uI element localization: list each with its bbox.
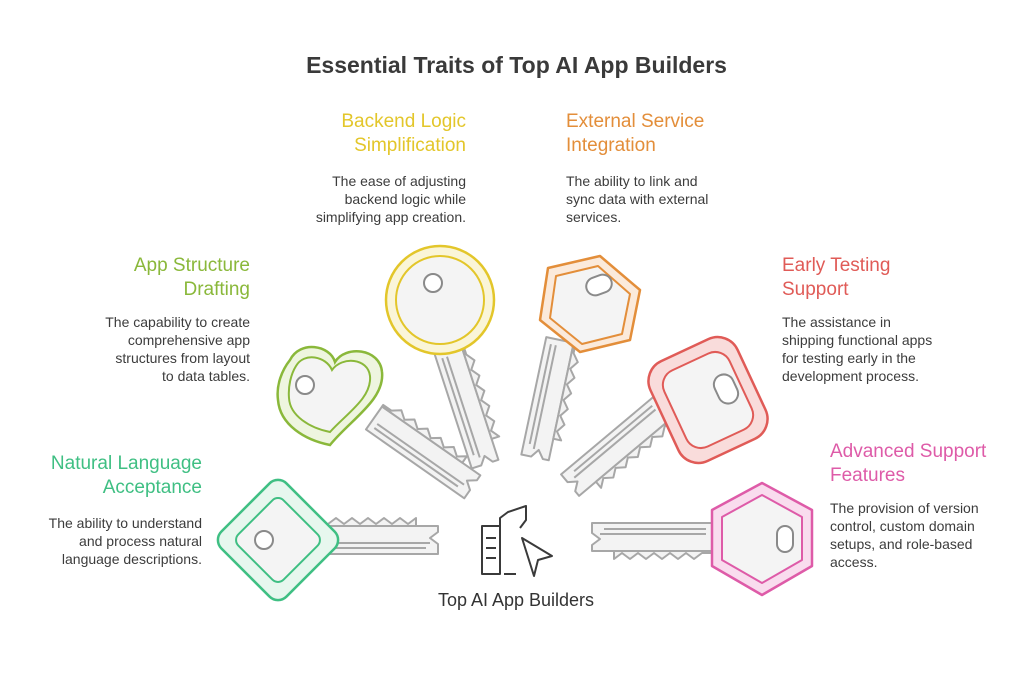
title-line: Simplification [354,135,466,156]
trait-title: Natural Language Acceptance [0,452,202,500]
desc-line: comprehensive app [127,332,250,348]
desc-line: services. [566,209,622,225]
desc-line: simplifying app creation. [315,209,466,225]
trait-description: The ability to link and sync data with e… [566,172,826,226]
trait-title: External Service Integration [566,110,826,158]
desc-line: The assistance in [782,314,891,330]
trait-title: Early Testing Support [782,254,1022,302]
title-line: Support [782,279,849,300]
center-label: Top AI App Builders [437,590,595,610]
key-natural-language [216,478,439,602]
key-early-testing [560,335,769,503]
desc-line: and process natural [79,533,202,549]
title-line: App Structure [133,255,250,276]
desc-line: The provision of version [830,500,979,516]
desc-line: development process. [782,368,919,384]
title-line: Backend Logic [341,111,466,132]
key-backend-logic [384,244,508,470]
title-line: Features [830,465,905,486]
desc-line: shipping functional apps [782,332,933,348]
trait-description: The assistance in shipping functional ap… [782,313,1022,385]
desc-line: The ability to understand [48,515,202,531]
desc-line: for testing early in the [782,350,916,366]
title-line: Natural Language [50,453,202,474]
desc-line: setups, and role-based [830,536,973,552]
trait-description: The ease of adjusting backend logic whil… [200,172,466,226]
desc-line: to data tables. [162,368,250,384]
trait-description: The ability to understand and process na… [0,514,202,568]
title-line: Acceptance [102,477,202,498]
desc-line: backend logic while [344,191,466,207]
desc-line: The ability to link and [566,173,698,189]
trait-title: Advanced Support Features [830,440,1030,488]
title-line: Integration [566,135,656,156]
desc-line: control, custom domain [830,518,975,534]
desc-line: The capability to create [105,314,250,330]
key-app-structure [276,345,486,500]
app-builder-icon [481,505,553,577]
trait-description: The provision of version control, custom… [830,499,1030,571]
desc-line: The ease of adjusting [332,173,466,189]
key-external-service [520,254,642,463]
diagram-title: Essential Traits of Top AI App Builders [306,52,727,78]
desc-line: access. [830,554,878,570]
desc-line: structures from layout [115,350,250,366]
trait-description: The capability to create comprehensive a… [0,313,250,385]
desc-line: language descriptions. [61,551,202,567]
trait-title: App Structure Drafting [0,254,250,302]
trait-title: Backend Logic Simplification [200,110,466,158]
key-advanced-support [591,481,814,597]
title-line: Advanced Support [830,441,987,462]
desc-line: sync data with external [566,191,709,207]
title-line: Drafting [183,279,250,300]
title-line: External Service [566,111,705,132]
title-line: Early Testing [782,255,891,276]
